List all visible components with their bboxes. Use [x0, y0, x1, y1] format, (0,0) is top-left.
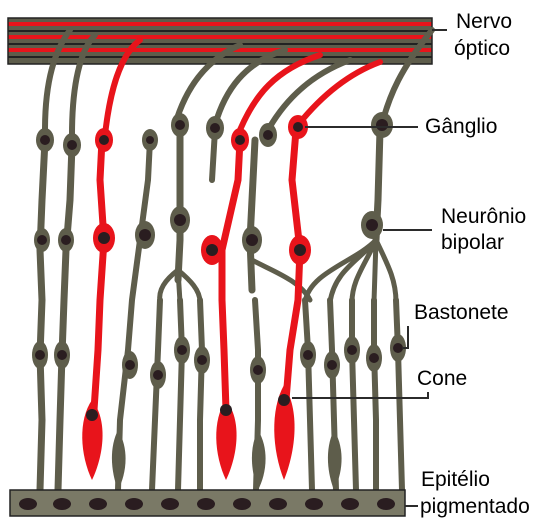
epithelium-cell: [53, 498, 71, 510]
cell-bodies-highlighted: [93, 115, 311, 265]
nucleus: [366, 219, 378, 231]
nucleus: [220, 404, 232, 416]
epithelium-cell: [89, 498, 107, 510]
epithelium-cell: [341, 498, 359, 510]
rod-cell: [305, 300, 312, 490]
rod-cell: [396, 300, 402, 490]
nucleus: [246, 234, 258, 246]
rod-cell: [40, 140, 45, 490]
epithelium-cell: [197, 498, 215, 510]
nucleus: [57, 350, 67, 360]
nerve-fiber-dark: [8, 43, 432, 45]
dendrite-branch: [305, 240, 396, 302]
nucleus: [206, 244, 218, 256]
rod-cell: [374, 300, 376, 490]
label-nerve-line2: óptico: [454, 37, 510, 60]
nucleus: [253, 365, 263, 375]
leader-line-cone: [292, 392, 428, 398]
label-bipolar-line1: Neurônio: [441, 205, 526, 228]
nucleus: [303, 350, 313, 360]
epithelium-cell: [377, 498, 395, 510]
nucleus: [146, 136, 154, 144]
epithelium-cell: [305, 498, 323, 510]
nucleus: [99, 135, 109, 145]
nerve-fiber-red: [8, 35, 432, 39]
nucleus: [376, 119, 388, 131]
cone-body: [112, 430, 126, 490]
label-cone: Cone: [417, 367, 467, 390]
nucleus: [393, 343, 403, 353]
bipolar-stem: [250, 140, 255, 290]
label-bipolar-line2: bipolar: [441, 231, 504, 254]
nucleus: [125, 360, 135, 370]
nucleus: [37, 235, 47, 245]
epithelium-cell: [125, 498, 143, 510]
cone-body: [328, 430, 342, 490]
nucleus: [197, 355, 207, 365]
nucleus: [139, 229, 151, 241]
label-epithelium-line2: pigmentado: [420, 495, 530, 518]
nucleus: [293, 122, 303, 132]
epithelium-cell: [269, 498, 287, 510]
label-ganglion: Gânglio: [425, 115, 497, 138]
nucleus: [263, 130, 273, 140]
label-epithelium-line1: Epitélio: [421, 468, 490, 491]
nucleus: [369, 353, 379, 363]
nucleus: [174, 214, 186, 226]
pigmented-epithelium: [10, 490, 405, 516]
nucleus: [327, 360, 337, 370]
rod-cell: [352, 300, 356, 490]
rod-cell: [200, 300, 202, 490]
rod-cell: [152, 300, 160, 490]
nucleus: [177, 345, 187, 355]
epithelium-cell: [19, 498, 37, 510]
nucleus: [86, 409, 98, 421]
epithelium-cell: [233, 498, 251, 510]
rod-cell: [58, 145, 72, 490]
nucleus: [278, 394, 290, 406]
rod-cell: [178, 300, 182, 490]
nerve-fiber-red: [8, 22, 432, 26]
nucleus: [35, 350, 45, 360]
nucleus: [67, 140, 77, 150]
label-rod: Bastonete: [414, 301, 509, 324]
nucleus: [40, 135, 50, 145]
nucleus: [175, 120, 185, 130]
nerve-fiber-red: [8, 48, 432, 52]
nucleus: [347, 345, 357, 355]
nucleus: [98, 232, 110, 244]
labels: Nervo óptico Gânglio Neurônio bipolar Ba…: [414, 10, 530, 518]
epithelium-cell: [161, 498, 179, 510]
nucleus: [61, 235, 71, 245]
dendrite-branch: [160, 270, 200, 302]
cone-cell-highlighted: [286, 130, 300, 400]
axon-highlighted: [298, 62, 380, 125]
axon: [268, 60, 350, 130]
cone-cell-highlighted: [94, 140, 104, 410]
label-nerve-line1: Nervo: [456, 10, 512, 33]
nucleus: [235, 135, 245, 145]
bipolar-stem: [178, 125, 180, 280]
nucleus: [294, 244, 306, 256]
rod-cell: [118, 140, 150, 490]
cone-cell-highlighted: [222, 140, 240, 410]
nucleus: [153, 370, 163, 380]
nucleus: [210, 123, 220, 133]
